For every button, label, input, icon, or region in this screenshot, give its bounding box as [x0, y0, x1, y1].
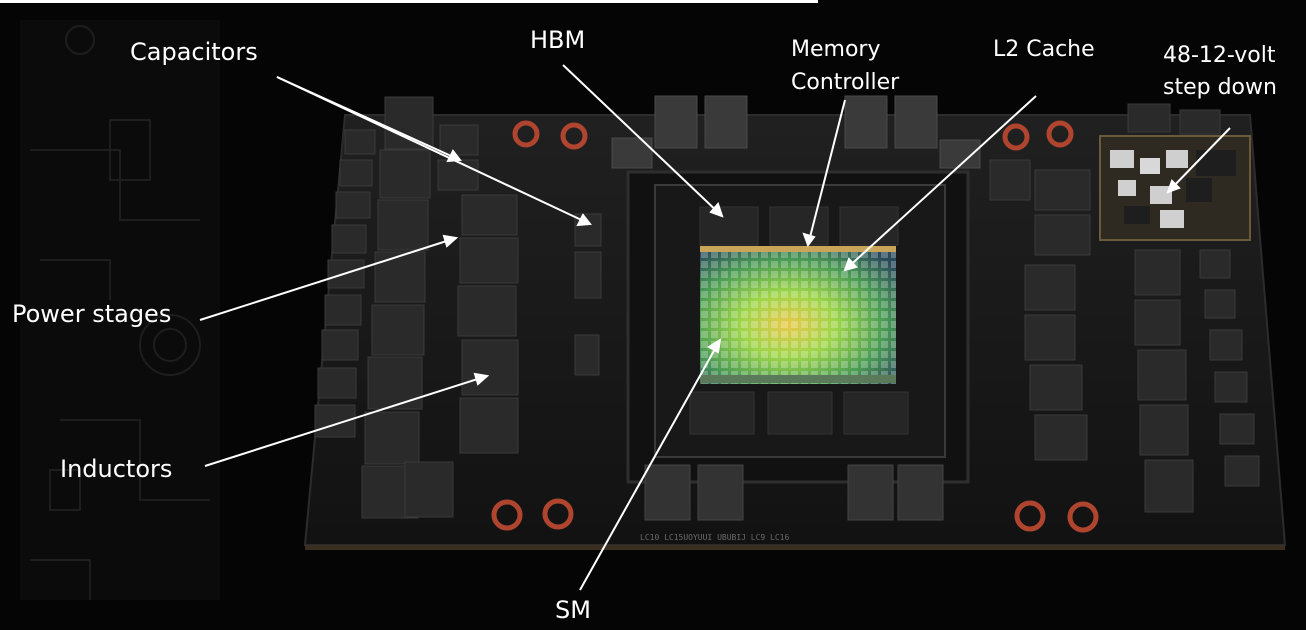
- label-memory-controller-line1: Memory: [791, 33, 880, 66]
- label-step-down-line1: 48-12-volt: [1163, 39, 1276, 72]
- label-sm: SM: [555, 594, 591, 627]
- gpu-die: [700, 246, 896, 384]
- label-step-down-line2: step down: [1163, 71, 1277, 104]
- label-memory-controller-line2: Controller: [791, 66, 899, 99]
- label-inductors: Inductors: [60, 453, 172, 486]
- bottom-silkscreen-text: LC10 LC15UOYUUI UBUBIJ LC9 LC16: [640, 533, 789, 542]
- label-l2-cache: L2 Cache: [993, 33, 1095, 66]
- label-capacitors: Capacitors: [130, 36, 258, 69]
- label-hbm: HBM: [530, 24, 585, 57]
- label-power-stages: Power stages: [12, 298, 171, 331]
